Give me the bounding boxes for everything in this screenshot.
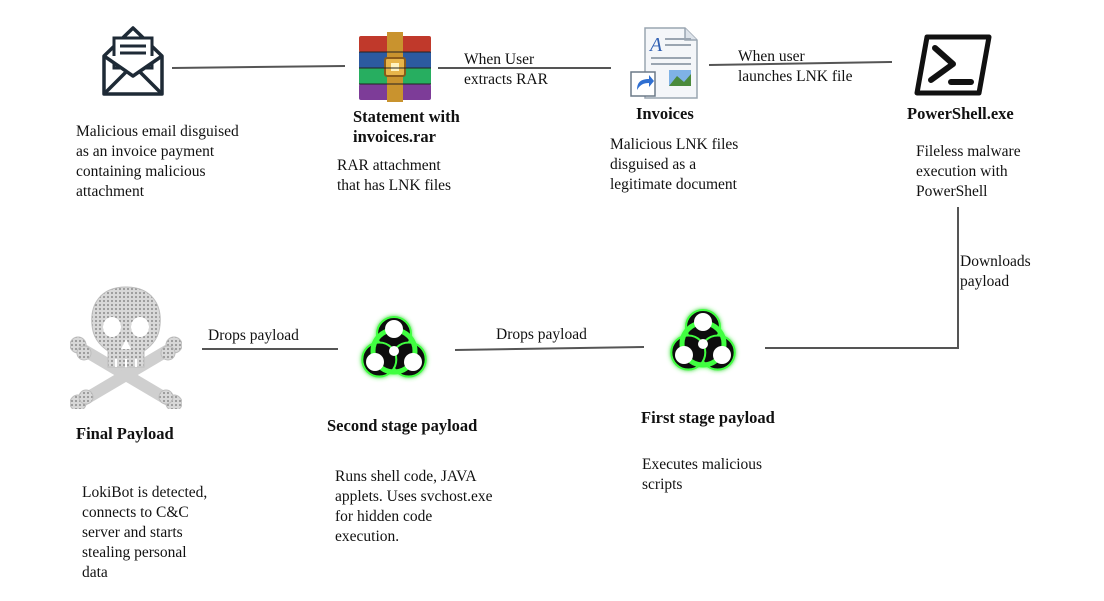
- edge-invoices-powershell: [708, 61, 893, 66]
- edge-label-extracts-rar: When User extracts RAR: [464, 51, 548, 88]
- first-stage-description: Executes malicious scripts: [642, 456, 763, 493]
- final-payload-title: Final Payload: [76, 424, 174, 443]
- winrar-archive-icon: [355, 30, 435, 109]
- invoices-title: Invoices: [636, 104, 694, 123]
- powershell-icon: [913, 34, 993, 101]
- rar-title: Statement with invoices.rar: [353, 107, 460, 146]
- second-stage-description: Runs shell code, JAVA applets. Uses svch…: [335, 468, 493, 545]
- biohazard-icon-second: [348, 305, 440, 402]
- skull-crossbones-icon: [69, 283, 183, 414]
- edge-label-downloads-payload: Downloads payload: [960, 253, 1031, 290]
- rar-description: RAR attachment that has LNK files: [337, 157, 452, 194]
- edge-email-rar: [171, 65, 346, 69]
- final-payload-description: LokiBot is detected, connects to C&C ser…: [82, 484, 208, 581]
- edge-first-second: [454, 346, 645, 351]
- powershell-description: Fileless malware execution with PowerShe…: [916, 143, 1021, 200]
- email-description: Malicious email disguised as an invoice …: [76, 123, 239, 200]
- lnk-document-icon: A: [629, 24, 701, 107]
- edge-label-drops-payload-1: Drops payload: [496, 326, 587, 343]
- envelope-icon: [100, 22, 166, 103]
- second-stage-title: Second stage payload: [327, 416, 478, 435]
- powershell-title: PowerShell.exe: [907, 104, 1014, 123]
- edge-label-launches-lnk: When user launches LNK file: [738, 48, 853, 85]
- first-stage-title: First stage payload: [641, 408, 775, 427]
- svg-text:A: A: [648, 34, 663, 56]
- edge-powershell-first: [765, 207, 959, 349]
- biohazard-icon-first: [657, 298, 749, 395]
- invoices-description: Malicious LNK files disguised as a legit…: [610, 136, 739, 193]
- edge-label-drops-payload-2: Drops payload: [208, 327, 299, 344]
